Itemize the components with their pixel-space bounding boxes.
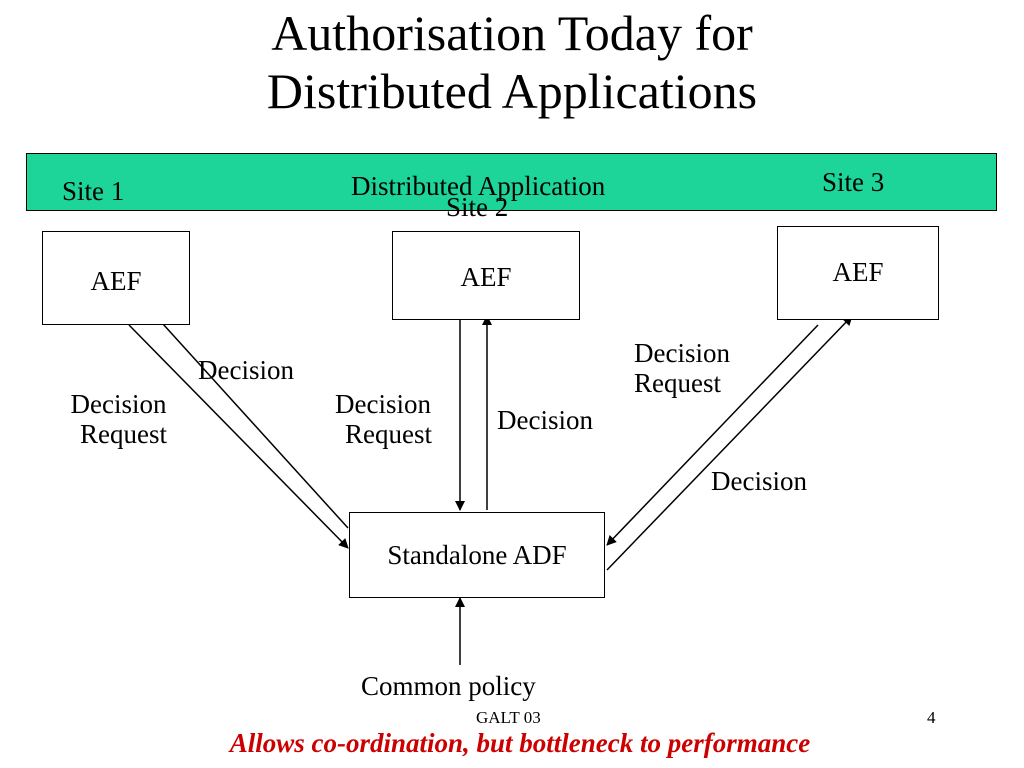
title-line-1: Authorisation Today for: [271, 5, 753, 61]
aef-box-site-2: AEF: [392, 231, 580, 320]
site-3-label: Site 3: [822, 167, 885, 197]
site1-decision-label: Decision: [198, 355, 294, 385]
footer-text: GALT 03: [476, 708, 541, 727]
aef-box-site-3: AEF: [777, 226, 939, 320]
site1-decision-request-label: Decision Request: [70, 389, 168, 449]
adf-label: Standalone ADF: [387, 539, 567, 570]
standalone-adf-box: Standalone ADF: [349, 512, 605, 598]
tagline: Allows co-ordination, but bottleneck to …: [229, 728, 811, 758]
aef-label: AEF: [832, 257, 884, 287]
arrow-site1-request: [128, 324, 349, 549]
aef-label: AEF: [460, 262, 512, 292]
page-number: 4: [927, 708, 936, 727]
site-1-label: Site 1: [62, 176, 125, 206]
arrow-site3-decision: [606, 315, 853, 571]
aef-box-site-1: AEF: [42, 231, 190, 325]
arrow-site3-request: [606, 324, 819, 546]
site3-decision-request-label: Decision Request: [634, 338, 730, 398]
banner-label: Distributed Application: [351, 171, 606, 201]
title-line-2: Distributed Applications: [266, 63, 758, 119]
common-policy-label: Common policy: [361, 671, 536, 701]
site2-decision-request-label: Decision Request: [335, 389, 432, 449]
site2-decision-label: Decision: [497, 405, 593, 435]
site3-decision-label: Decision: [711, 466, 807, 496]
slide-title: Authorisation Today for Distributed Appl…: [0, 4, 1024, 120]
site-2-label: Site 2: [446, 192, 509, 222]
arrow-site1-decision: [152, 312, 349, 529]
aef-label: AEF: [90, 266, 142, 296]
distributed-application-banner: [26, 153, 997, 211]
